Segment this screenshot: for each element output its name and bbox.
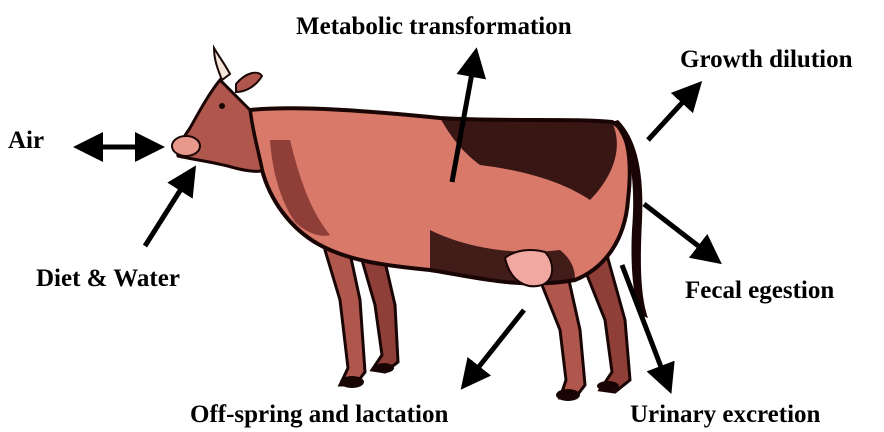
label-growth-dilution: Growth dilution xyxy=(680,47,853,72)
metabolic-arrow xyxy=(452,62,474,182)
label-offspring-lactation: Off-spring and lactation xyxy=(190,402,448,427)
urinary-arrow xyxy=(622,265,666,380)
label-metabolic-transformation: Metabolic transformation xyxy=(296,14,572,39)
label-urinary-excretion: Urinary excretion xyxy=(630,402,820,427)
label-fecal-egestion: Fecal egestion xyxy=(685,278,834,303)
offspring-arrow xyxy=(470,310,524,378)
label-air: Air xyxy=(8,128,44,153)
label-diet-water: Diet & Water xyxy=(36,266,180,291)
diet-arrow xyxy=(145,178,188,246)
growth-arrow xyxy=(648,92,692,140)
fecal-arrow xyxy=(644,204,710,255)
